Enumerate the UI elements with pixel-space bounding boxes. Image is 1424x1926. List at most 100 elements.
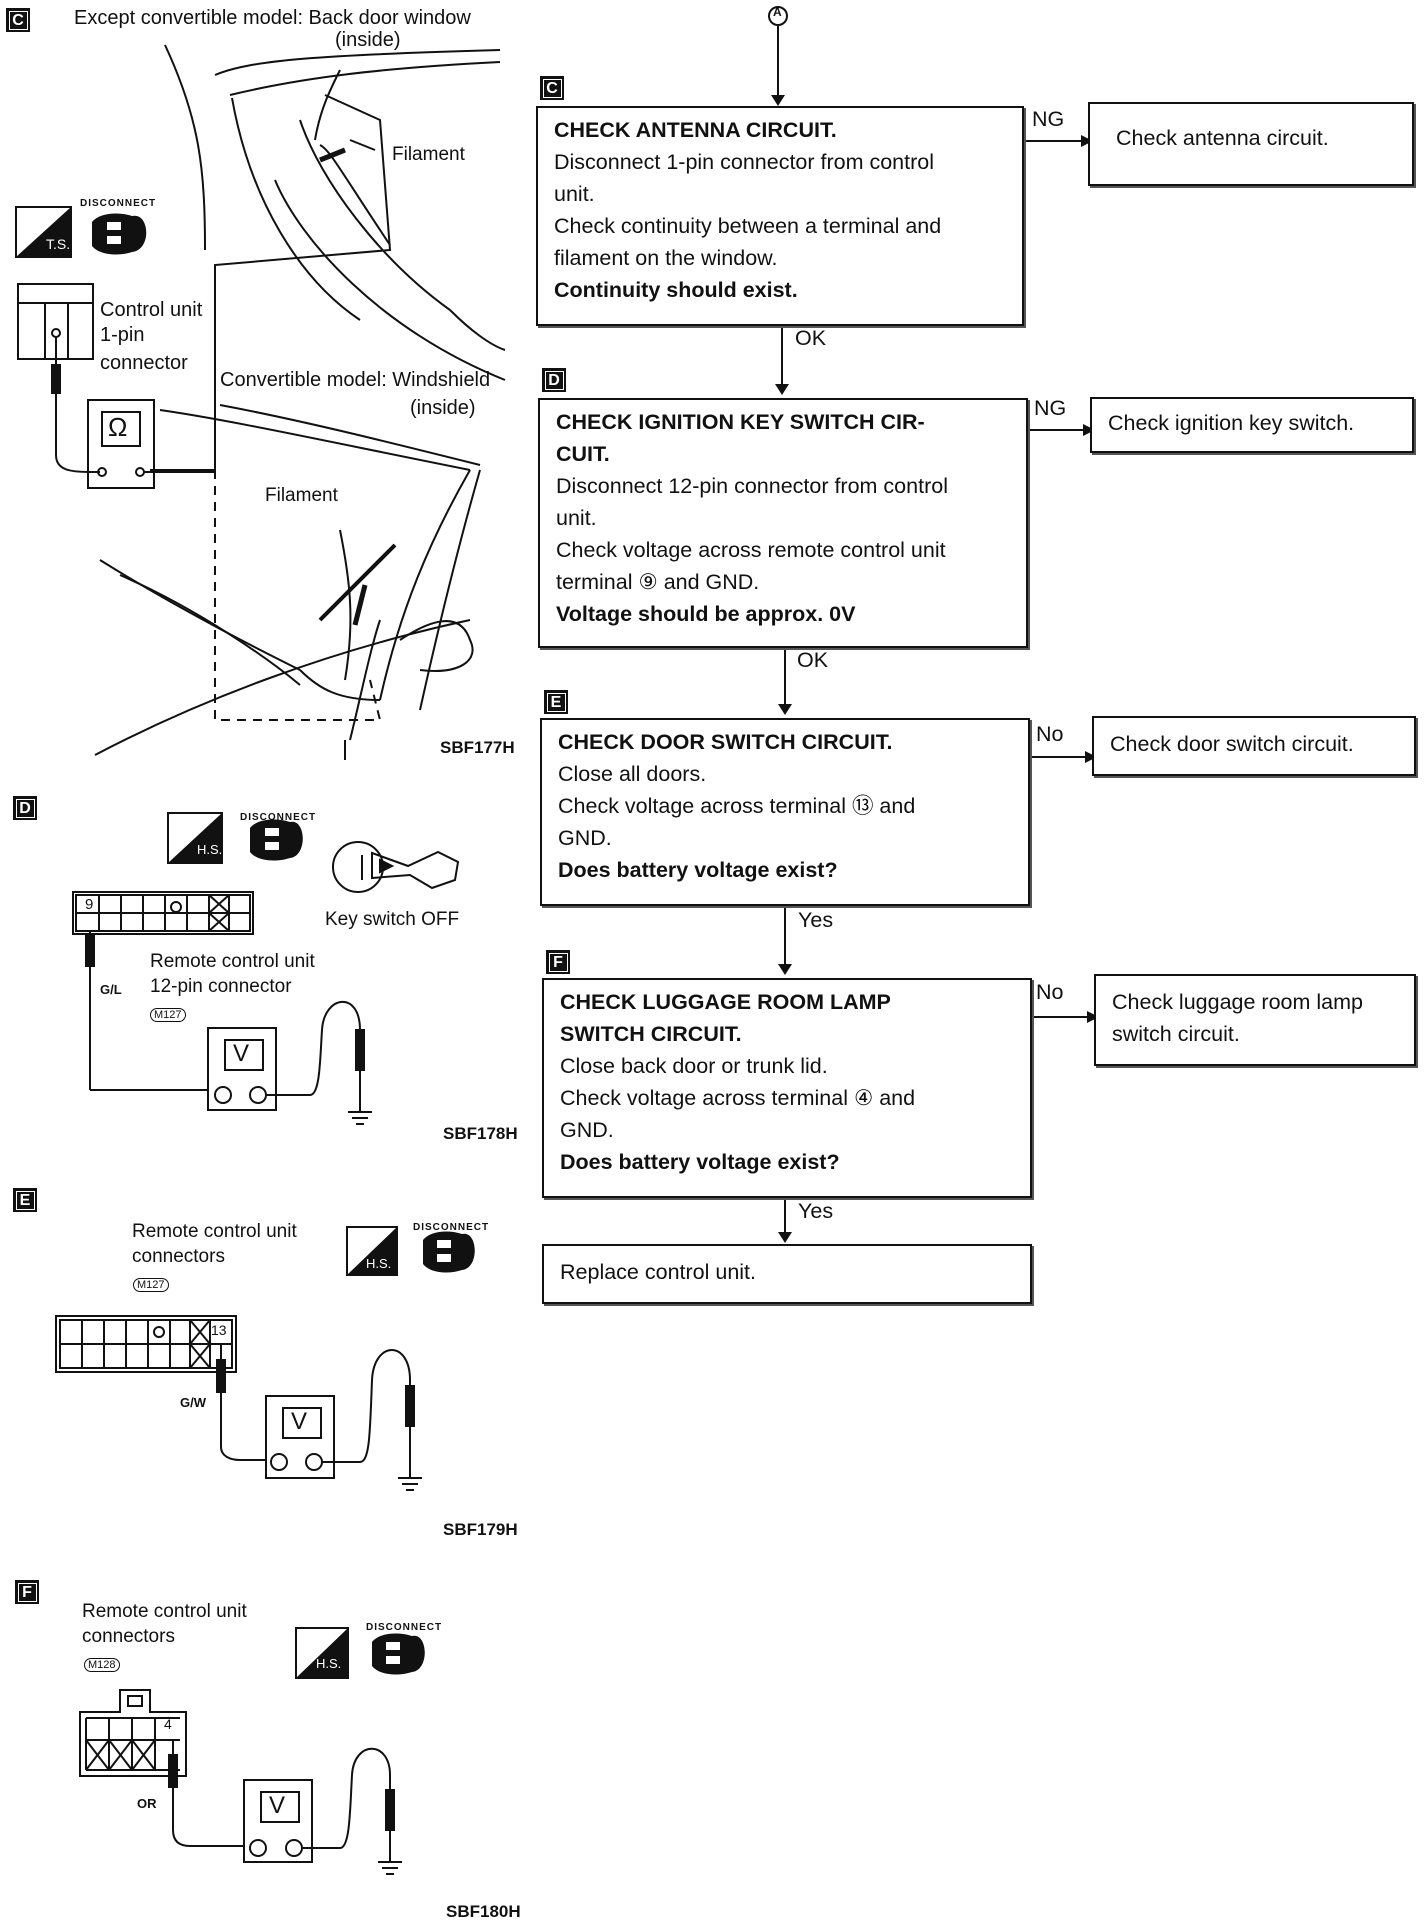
pin-4-label: 4: [164, 1716, 172, 1732]
remote-unit-label-e: Remote control unit: [132, 1221, 297, 1242]
hs-icon-f: [295, 1627, 349, 1679]
step-line: GND.: [558, 826, 612, 850]
flow-e-marker: E: [544, 690, 568, 714]
connector-id-d: M127: [150, 1008, 186, 1022]
step-line: Check voltage across remote control unit: [556, 538, 946, 562]
yes-label-e: Yes: [798, 908, 834, 932]
voltmeter-d: V: [233, 1040, 250, 1067]
convertible-inside: (inside): [410, 397, 476, 419]
connector-id-e: M127: [133, 1278, 169, 1292]
check-luggage-lamp-box: CHECK LUGGAGE ROOM LAMP SWITCH CIRCUIT. …: [542, 978, 1032, 1198]
step-line: GND.: [560, 1118, 614, 1142]
panel-e-marker: E: [13, 1188, 37, 1212]
hs-label-f: H.S.: [316, 1656, 342, 1671]
hs-label-d: H.S.: [197, 842, 223, 857]
result-text: Check antenna circuit.: [1116, 126, 1329, 150]
step-line: Does battery voltage exist?: [560, 1150, 840, 1174]
disconnect-label: DISCONNECT: [80, 198, 157, 209]
step-line: Close back door or trunk lid.: [560, 1054, 828, 1078]
hs-label-e: H.S.: [366, 1256, 392, 1271]
step-line: CHECK DOOR SWITCH CIRCUIT.: [558, 730, 893, 754]
step-line: CHECK IGNITION KEY SWITCH CIR-: [556, 410, 925, 434]
step-line: CUIT.: [556, 442, 610, 466]
pin-9-label: 9: [85, 896, 94, 913]
disconnect-icon-d: [250, 819, 303, 861]
ts-label: T.S.: [46, 236, 71, 252]
panel-c-marker: C: [6, 8, 30, 32]
ohm-symbol: Ω: [108, 412, 128, 442]
code-sbf177h: SBF177H: [440, 738, 515, 757]
no-label-e: No: [1036, 722, 1064, 746]
result-text: Check ignition key switch.: [1108, 411, 1355, 435]
step-line: terminal ⑨ and GND.: [556, 570, 760, 594]
step-line: Continuity should exist.: [554, 278, 798, 302]
wire-color-f: OR: [137, 1796, 157, 1811]
step-line: Disconnect 1-pin connector from control: [554, 150, 935, 174]
wire-color-d: G/L: [100, 982, 122, 997]
step-line: filament on the window.: [554, 246, 778, 270]
filament-label-bottom: Filament: [265, 485, 338, 506]
disconnect-label-f: DISCONNECT: [366, 1622, 443, 1633]
connector-label-d: 12-pin connector: [150, 976, 292, 997]
step-line: unit.: [554, 182, 595, 206]
tool-icons: [15, 206, 475, 1679]
ng-label-c: NG: [1032, 107, 1065, 131]
panel-d-marker: D: [13, 796, 37, 820]
check-ignition-result: Check ignition key switch.: [1090, 397, 1414, 453]
disconnect-icon-e: [423, 1231, 475, 1273]
result-text: Check door switch circuit.: [1110, 732, 1354, 756]
remote-unit-label-f: Remote control unit: [82, 1601, 247, 1622]
flow-arrows: [768, 6, 1087, 1232]
filament-label-top: Filament: [392, 144, 465, 165]
result-text: switch circuit.: [1112, 1022, 1240, 1046]
step-line: CHECK LUGGAGE ROOM LAMP: [560, 990, 891, 1014]
step-line: Voltage should be approx. 0V: [556, 602, 856, 626]
ng-label-d: NG: [1034, 396, 1067, 420]
panel-c-title: Except convertible model: Back door wind…: [74, 7, 471, 29]
step-line: Check voltage across terminal ⑬ and: [558, 794, 916, 818]
check-antenna-result: Check antenna circuit.: [1088, 102, 1414, 186]
control-unit-connector-label: connector: [100, 352, 188, 374]
connector-a-label: A: [773, 5, 782, 19]
ok-label-d: OK: [797, 648, 829, 672]
step-line: CHECK ANTENNA CIRCUIT.: [554, 118, 837, 142]
disconnect-label-e: DISCONNECT: [413, 1222, 490, 1233]
result-text: Check luggage room lamp: [1112, 990, 1363, 1014]
ts-icon: [15, 206, 72, 258]
yes-label-f: Yes: [798, 1199, 834, 1223]
check-luggage-result: Check luggage room lamp switch circuit.: [1094, 974, 1416, 1066]
no-label-f: No: [1036, 980, 1064, 1004]
code-sbf180h: SBF180H: [446, 1902, 521, 1921]
panel-f-circuit: [79, 1689, 402, 1875]
back-door-window-sketch: [150, 44, 506, 471]
control-unit-label: Control unit: [100, 299, 203, 321]
pin-13-label: 13: [211, 1322, 227, 1338]
step-line: Check voltage across terminal ④ and: [560, 1086, 916, 1110]
flow-d-marker: D: [542, 368, 566, 392]
check-door-switch-result: Check door switch circuit.: [1092, 716, 1416, 776]
wire-color-e: G/W: [180, 1395, 206, 1410]
ohmmeter-circuit: [17, 283, 215, 489]
disconnect-icon: [92, 213, 147, 255]
step-line: Does battery voltage exist?: [558, 858, 838, 882]
connectors-label-f: connectors: [82, 1626, 175, 1647]
disconnect-label-d: DISCONNECT: [240, 812, 317, 823]
step-line: Disconnect 12-pin connector from control: [556, 474, 948, 498]
replace-control-unit-box: Replace control unit.: [542, 1244, 1032, 1304]
panel-c-title-inside: (inside): [335, 29, 401, 51]
convertible-title: Convertible model: Windshield: [220, 369, 491, 391]
step-line: unit.: [556, 506, 597, 530]
hs-icon-d: [167, 812, 223, 864]
check-antenna-circuit-box: CHECK ANTENNA CIRCUIT. Disconnect 1-pin …: [536, 106, 1024, 326]
code-sbf178h: SBF178H: [443, 1124, 518, 1143]
remote-unit-label-d: Remote control unit: [150, 951, 315, 972]
voltmeter-f: V: [269, 1792, 286, 1819]
step-line: SWITCH CIRCUIT.: [560, 1022, 742, 1046]
result-text: Replace control unit.: [560, 1260, 756, 1284]
connector-id-f: M128: [84, 1658, 120, 1672]
flow-f-marker: F: [546, 950, 570, 974]
arrowheads: [771, 95, 1099, 1243]
check-ignition-key-box: CHECK IGNITION KEY SWITCH CIR- CUIT. Dis…: [538, 398, 1028, 648]
panel-e-circuit: [55, 1315, 422, 1491]
